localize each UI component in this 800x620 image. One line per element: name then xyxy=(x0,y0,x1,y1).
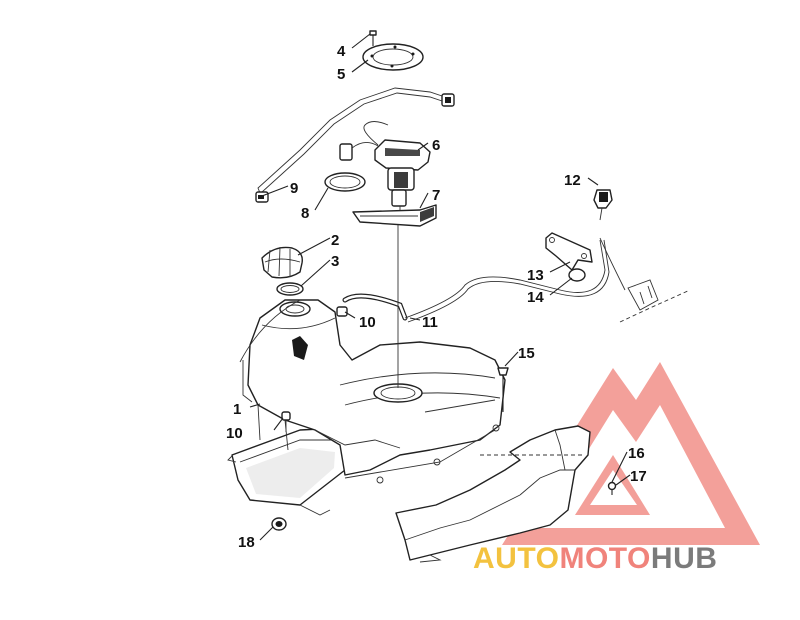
skid-plate xyxy=(395,425,591,563)
callout-7: 7 xyxy=(432,187,440,204)
watermark-wordmark: AUTOMOTOHUB xyxy=(473,542,717,575)
watermark-hub: HUB xyxy=(651,542,718,575)
watermark-moto: MOTO xyxy=(559,542,650,575)
callouts: 4 5 6 7 8 9 2 3 10 11 12 13 14 15 1 10 1… xyxy=(226,43,647,551)
frame-bracket xyxy=(599,237,691,323)
callout-12: 12 xyxy=(564,172,581,189)
fuel-pump-6 xyxy=(363,121,431,214)
callout-15: 15 xyxy=(518,345,535,362)
cap-gasket-3 xyxy=(276,282,304,296)
callout-13: 13 xyxy=(527,267,544,284)
hose-11 xyxy=(342,239,610,323)
o-ring-8 xyxy=(324,172,366,192)
callout-8: 8 xyxy=(301,205,309,222)
leader-lines xyxy=(249,33,631,541)
watermark-auto: AUTO xyxy=(473,542,559,575)
bolt-15 xyxy=(497,367,509,412)
callout-5: 5 xyxy=(337,66,345,83)
callout-4: 4 xyxy=(337,43,346,60)
callout-1: 1 xyxy=(233,401,241,418)
bracket-13 xyxy=(545,232,593,271)
gasket-5 xyxy=(362,43,424,71)
clip-14 xyxy=(568,268,586,282)
callout-9: 9 xyxy=(290,180,298,197)
callout-14: 14 xyxy=(527,289,544,306)
callout-17: 17 xyxy=(630,468,647,485)
svg-text:AUTOMOTOHUB: AUTOMOTOHUB xyxy=(473,542,717,575)
clip-10-upper xyxy=(336,306,348,317)
callout-2: 2 xyxy=(331,232,339,249)
callout-10-upper: 10 xyxy=(359,314,376,331)
grommet-18 xyxy=(271,517,287,531)
fuel-cap-2 xyxy=(261,246,303,279)
valve-12 xyxy=(593,189,613,221)
fuel-line-9 xyxy=(255,87,455,203)
clip-10-lower xyxy=(281,411,291,432)
screw-4 xyxy=(369,30,377,46)
callout-10-lower: 10 xyxy=(226,425,243,442)
wire-connector xyxy=(339,142,379,161)
callout-3: 3 xyxy=(331,253,339,270)
callout-16: 16 xyxy=(628,445,645,462)
callout-6: 6 xyxy=(432,137,440,154)
bolt-16-17 xyxy=(607,481,617,495)
fuel-tank xyxy=(227,299,506,516)
fuel-sender-7 xyxy=(352,204,437,227)
callout-11: 11 xyxy=(422,314,438,331)
callout-18: 18 xyxy=(238,534,255,551)
